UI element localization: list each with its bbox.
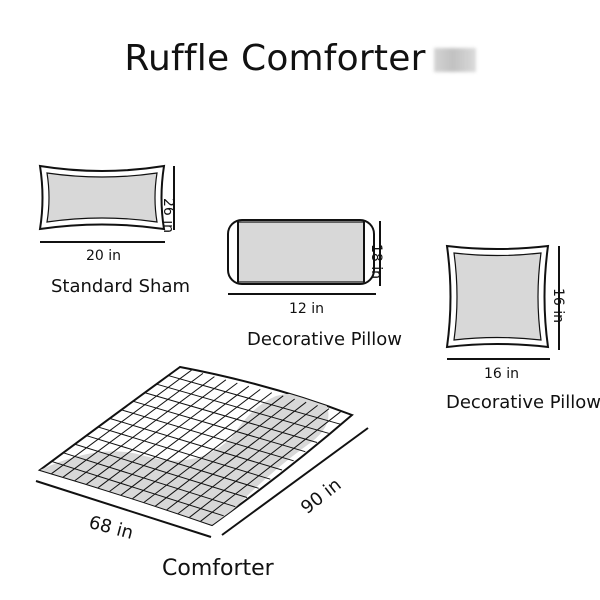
comforter-grid-line: [86, 435, 259, 489]
decorative-pillow-rect-height-label: 18 in: [368, 244, 384, 280]
comforter-grid-line: [133, 400, 306, 453]
decorative-pillow-rect-name-label: Decorative Pillow: [247, 329, 402, 350]
comforter-depth-line: [221, 427, 369, 536]
page-title: Ruffle Comforter: [0, 38, 600, 79]
comforter-grid: [51, 369, 341, 522]
comforter-grid-line: [109, 418, 283, 471]
comforter-grid-line: [63, 452, 236, 508]
standard-sham-name-label: Standard Sham: [51, 276, 191, 297]
comforter-name-label: Comforter: [162, 556, 274, 581]
comforter-grid-line: [156, 383, 329, 434]
decorative-pillow-square-name-label: Decorative Pillow: [446, 392, 600, 413]
comforter-grid-line: [98, 426, 271, 480]
decorative-pillow-square-inner-fill: [453, 252, 542, 341]
comforter-illustration: [35, 365, 369, 538]
comforter-grid-line: [121, 409, 294, 462]
standard-sham-width-label: 20 in: [86, 248, 122, 264]
decorative-pillow-square-height-label: 16 in: [550, 288, 566, 324]
decorative-pillow-rect-inner-fill: [237, 221, 365, 283]
decorative-pillow-rect-illustration: [227, 219, 381, 295]
standard-sham-height-label: 26 in: [160, 198, 176, 234]
comforter-grid-line: [51, 460, 224, 517]
comforter-grid-line: [144, 392, 318, 443]
decorative-pillow-square-width-label: 16 in: [484, 366, 520, 382]
decorative-pillow-rect-width-label: 12 in: [289, 301, 325, 317]
decorative-pillow-square-illustration: [445, 244, 560, 360]
standard-sham-illustration: [38, 164, 175, 243]
obscured-logo: [433, 48, 476, 72]
comforter-width-line: [35, 480, 212, 538]
comforter-grid-line: [74, 443, 248, 498]
comforter-grid-line: [168, 375, 341, 425]
title-text: Ruffle Comforter: [124, 38, 426, 79]
standard-sham-inner-fill: [46, 172, 158, 223]
